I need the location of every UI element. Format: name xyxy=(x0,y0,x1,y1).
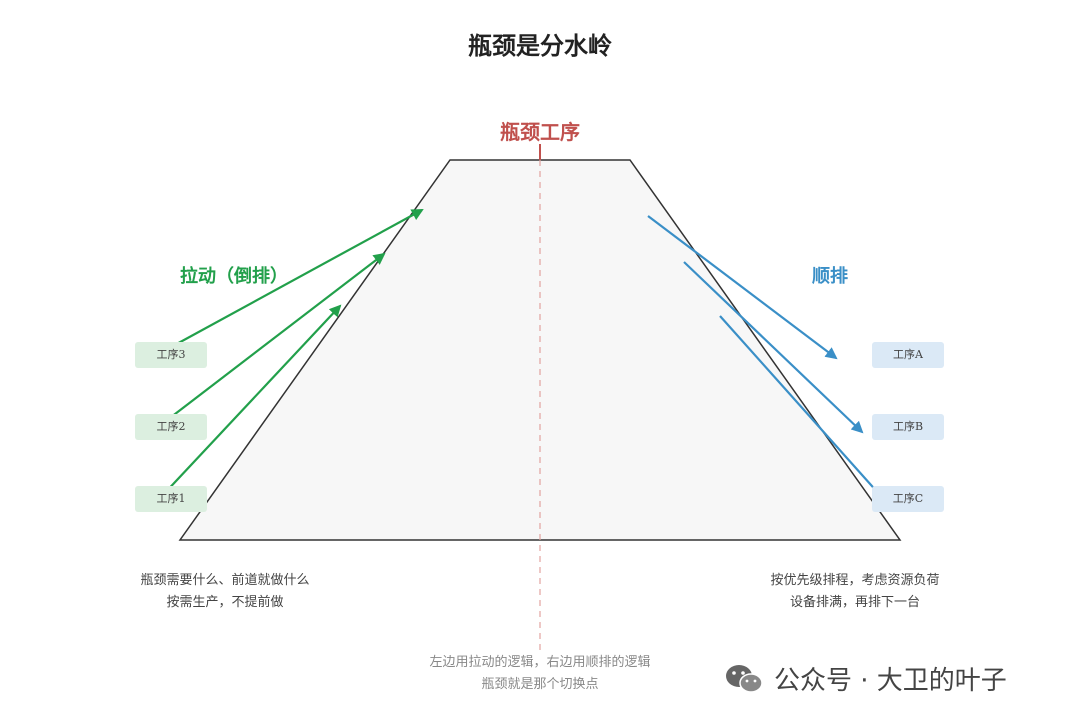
process-box-b: 工序B xyxy=(872,414,944,440)
diagram-title: 瓶颈是分水岭 xyxy=(468,31,612,60)
bottleneck-label: 瓶颈工序 xyxy=(500,120,580,144)
push-arrow-b xyxy=(683,261,864,434)
process-box-1: 工序1 xyxy=(135,486,207,512)
right-note-line-1: 按优先级排程，考虑资源负荷 xyxy=(770,573,940,588)
process-box-a: 工序A xyxy=(872,342,944,368)
watermark: 公众号 · 大卫的叶子 xyxy=(724,660,1007,697)
process-box-3: 工序3 xyxy=(135,342,207,368)
right-note: 按优先级排程，考虑资源负荷 设备排满，再排下一台 xyxy=(740,570,970,614)
left-note: 瓶颈需要什么、前道就做什么 按需生产，不提前做 xyxy=(110,570,340,614)
pull-arrow-3 xyxy=(161,209,424,353)
push-label: 顺排 xyxy=(812,266,848,287)
process-box-c: 工序C xyxy=(872,486,944,512)
pull-arrow-2 xyxy=(161,252,386,425)
center-note-line-2: 瓶颈就是那个切换点 xyxy=(481,677,599,692)
left-note-line-2: 按需生产，不提前做 xyxy=(166,595,284,610)
push-arrow-a xyxy=(647,215,838,360)
center-note-line-1: 左边用拉动的逻辑，右边用顺排的逻辑 xyxy=(429,655,651,670)
pull-arrow-1 xyxy=(161,304,342,497)
center-note: 左边用拉动的逻辑，右边用顺排的逻辑 瓶颈就是那个切换点 xyxy=(380,652,700,696)
watermark-text: 公众号 · 大卫的叶子 xyxy=(774,666,1007,696)
left-note-line-1: 瓶颈需要什么、前道就做什么 xyxy=(140,573,310,588)
push-arrow-c xyxy=(719,315,890,506)
pull-label: 拉动（倒排） xyxy=(180,266,288,287)
right-note-line-2: 设备排满，再排下一台 xyxy=(789,595,920,610)
process-box-2: 工序2 xyxy=(135,414,207,440)
wechat-icon xyxy=(726,664,763,693)
